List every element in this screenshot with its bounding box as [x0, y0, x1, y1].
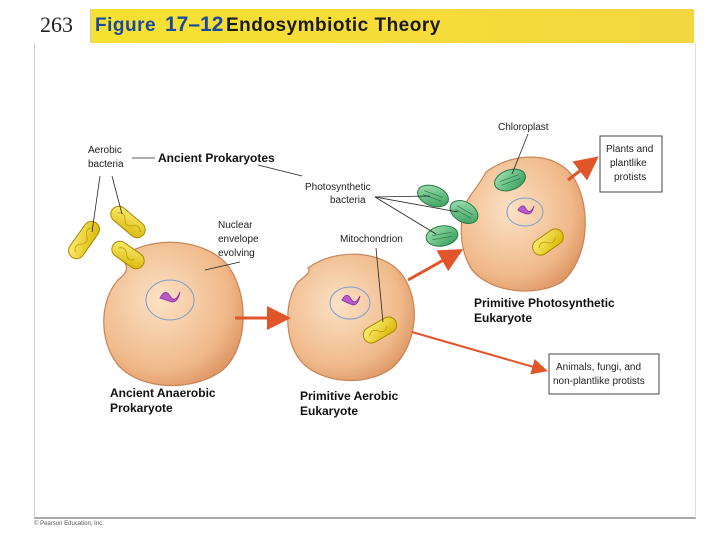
aerobic-bacteria-label-2: bacteria [88, 159, 124, 170]
nuclear-envelope-label-3: evolving [218, 248, 255, 259]
arrow-to-plants [568, 160, 594, 180]
photosynthetic-bacteria-label-2: bacteria [330, 195, 366, 206]
aerobic-bacteria-label-1: Aerobic [88, 145, 122, 156]
copyright-text: © Pearson Education, Inc. [34, 521, 104, 527]
plants-box-label-2: plantlike [610, 158, 647, 169]
aerobic-bacteria [65, 203, 148, 272]
plants-box-label-3: protists [614, 172, 646, 183]
primitive-photo-label-1: Primitive Photosynthetic [474, 296, 615, 310]
ancient-anaerobic-prokaryote-cell [104, 242, 243, 385]
nuclear-envelope-label-2: envelope [218, 234, 259, 245]
primitive-aerobic-eukaryote-cell [288, 254, 415, 380]
primitive-photo-label-2: Eukaryote [474, 311, 532, 325]
ancient-anaerobic-label-1: Ancient Anaerobic [110, 386, 216, 400]
mitochondrion-label: Mitochondrion [340, 234, 403, 245]
nuclear-envelope-label-1: Nuclear [218, 220, 253, 231]
photosynthetic-bacteria-label-1: Photosynthetic [305, 182, 371, 193]
animals-box [549, 354, 659, 394]
ancient-prokaryotes-label: Ancient Prokaryotes [158, 151, 275, 165]
arrow-to-photosynthetic [408, 252, 458, 280]
primitive-photosynthetic-eukaryote-cell [461, 157, 585, 291]
chloroplast-label: Chloroplast [498, 122, 549, 133]
plants-box-label-1: Plants and [606, 144, 653, 155]
ancient-anaerobic-label-2: Prokaryote [110, 401, 173, 415]
animals-box-label-2: non-plantlike protists [553, 376, 645, 387]
primitive-aerobic-label-1: Primitive Aerobic [300, 389, 399, 403]
primitive-aerobic-label-2: Eukaryote [300, 404, 358, 418]
animals-box-label-1: Animals, fungi, and [556, 362, 641, 373]
arrow-to-animals [412, 332, 544, 370]
